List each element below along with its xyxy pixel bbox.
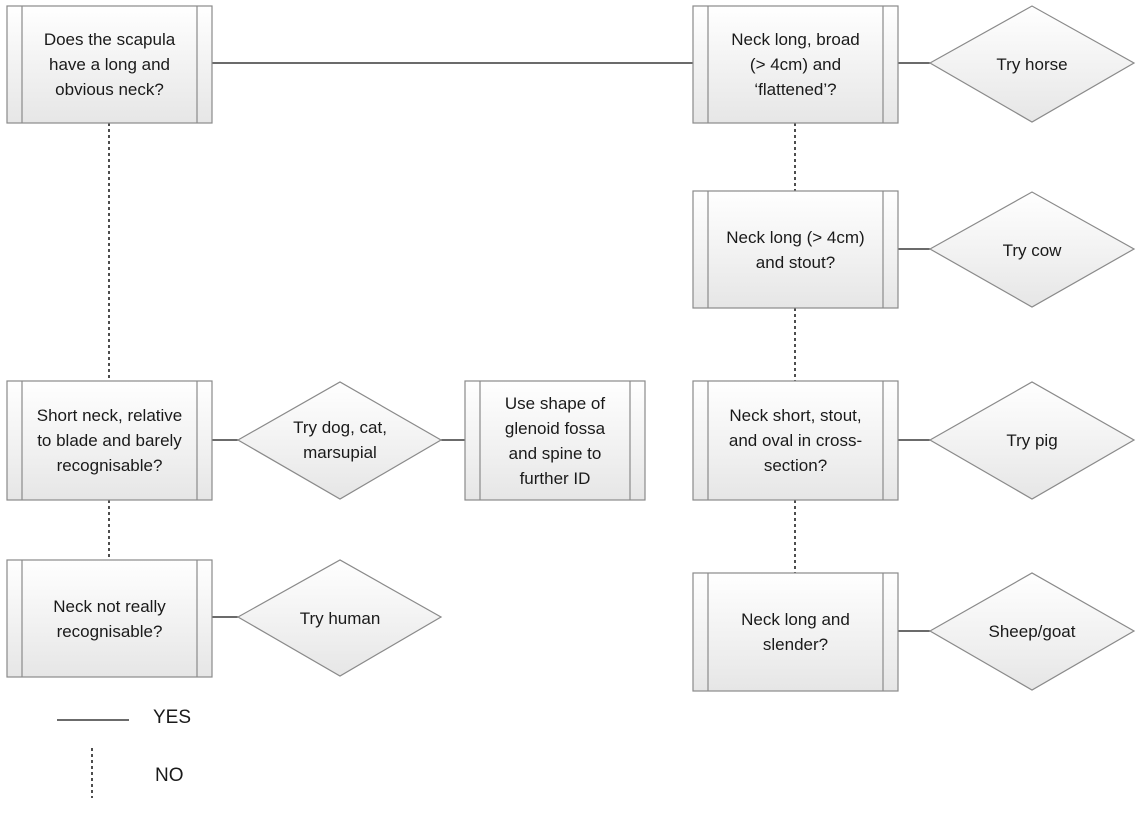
decision-diamond-cow <box>928 191 1136 308</box>
label-dog-cat: Try dog, cat, marsupial <box>293 418 387 462</box>
label-human: Try human <box>299 608 381 628</box>
label-neck-long-stout: Neck long (> 4cm) and stout? <box>726 227 865 272</box>
label-horse: Try horse <box>996 54 1068 74</box>
label-neck-short-oval: Neck short, stout, and oval in cross- se… <box>728 406 863 475</box>
process-box-neck-long-broad <box>692 5 899 124</box>
label-sheep-goat: Sheep/goat <box>988 621 1076 641</box>
legend-yes-label: YES <box>153 707 192 728</box>
legend-no-label: NO <box>155 765 184 786</box>
process-box-neck-long-stout <box>692 190 899 309</box>
decision-diamond-human <box>236 559 443 677</box>
decision-diamond-horse <box>928 5 1136 123</box>
process-box-glenoid <box>464 380 646 501</box>
process-box-neck-short-relative <box>6 380 213 501</box>
label-glenoid: Use shape of glenoid fossa and spine to … <box>504 393 606 488</box>
process-box-neck-long-slender <box>692 572 899 692</box>
label-scapula-neck: Does the scapula have a long and obvious… <box>43 30 176 99</box>
process-box-neck-short-oval <box>692 380 899 501</box>
label-neck-long-broad: Neck long, broad (> 4cm) and ‘flattened’… <box>731 30 860 99</box>
process-box-neck-not-recognisable <box>6 559 213 678</box>
label-neck-not-recognisable: Neck not really recognisable? <box>53 596 166 641</box>
decision-diamond-sheep-goat <box>928 572 1136 691</box>
decision-diamond-dog-cat <box>236 381 443 500</box>
label-neck-short-relative: Short neck, relative to blade and barely… <box>36 406 183 475</box>
label-pig: Try pig <box>1006 430 1058 450</box>
decision-diamond-pig <box>928 381 1136 500</box>
process-box-scapula-neck <box>6 5 213 124</box>
label-neck-long-slender: Neck long and slender? <box>741 610 850 654</box>
label-cow: Try cow <box>1002 240 1062 260</box>
